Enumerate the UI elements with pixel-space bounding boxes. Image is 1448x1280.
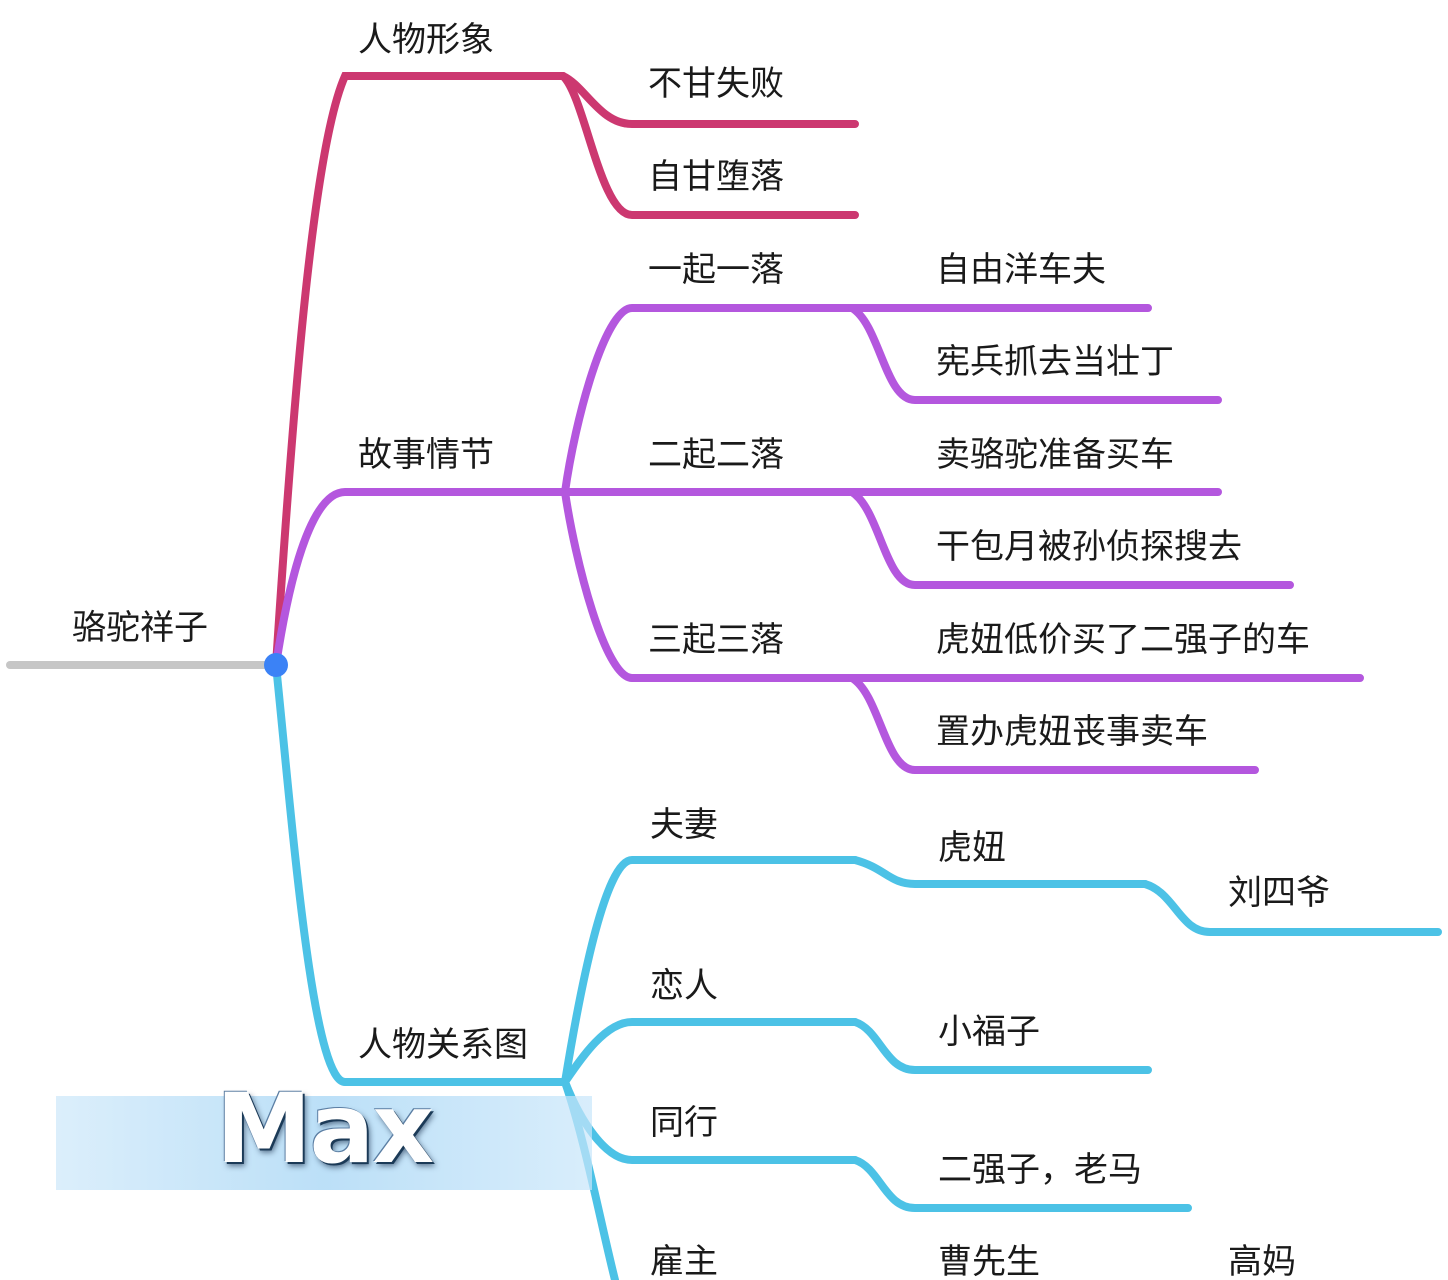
- connector-xianbing: [848, 304, 1222, 404]
- connector-ziganduoluo: [559, 72, 859, 219]
- node-buganshibai[interactable]: 不甘失败: [648, 64, 784, 104]
- node-tonghang[interactable]: 同行: [650, 1103, 718, 1143]
- watermark-text: Max: [216, 1073, 434, 1185]
- node-xiaofuzi[interactable]: 小福子: [938, 1012, 1040, 1052]
- node-liusiye[interactable]: 刘四爷: [1228, 873, 1330, 913]
- root-dot: [264, 653, 288, 677]
- connector-relations: [272, 661, 569, 1086]
- node-huniudijia[interactable]: 虎妞低价买了二强子的车: [936, 620, 1310, 660]
- connector-ganbaoyue: [848, 488, 1294, 589]
- node-ganbaoyue[interactable]: 干包月被孙侦探搜去: [936, 527, 1242, 567]
- branch-character-connectors: [272, 72, 859, 669]
- connector-lianren: [561, 1018, 859, 1086]
- root-label[interactable]: 骆驼祥子: [72, 608, 208, 648]
- branch-plot-label[interactable]: 故事情节: [358, 435, 494, 475]
- node-sanqisanluo[interactable]: 三起三落: [648, 620, 784, 660]
- connector-xiaofuzi: [851, 1018, 1152, 1074]
- connector-sanqi: [561, 488, 1364, 682]
- connector-fuqi: [561, 856, 859, 1086]
- node-yiqiyiluo[interactable]: 一起一落: [648, 250, 784, 290]
- connector-plot: [272, 488, 569, 669]
- node-huniu[interactable]: 虎妞: [938, 828, 1006, 868]
- node-erqierluo[interactable]: 二起二落: [648, 435, 784, 475]
- node-ziyouyangchefu[interactable]: 自由洋车夫: [936, 250, 1106, 290]
- node-fuqi[interactable]: 夫妻: [650, 805, 718, 845]
- connector-liusiye: [1141, 880, 1442, 936]
- node-guzhu[interactable]: 雇主: [650, 1242, 718, 1280]
- connector-erqiangzi: [851, 1156, 1192, 1212]
- watermark-band: [56, 1096, 592, 1190]
- connector-zhiban: [848, 674, 1259, 774]
- node-lianren[interactable]: 恋人: [650, 966, 718, 1006]
- branch-relations-label[interactable]: 人物关系图: [358, 1025, 528, 1065]
- node-erqiangzi-laoma[interactable]: 二强子，老马: [938, 1150, 1142, 1190]
- node-xianbing[interactable]: 宪兵抓去当壮丁: [936, 342, 1174, 382]
- node-gaoma[interactable]: 高妈: [1228, 1242, 1296, 1280]
- node-mailuotuo[interactable]: 卖骆驼准备买车: [936, 435, 1174, 475]
- branch-character-label[interactable]: 人物形象: [358, 20, 494, 60]
- node-ziganduoluo[interactable]: 自甘堕落: [648, 157, 784, 197]
- branch-plot-connectors: [272, 304, 1364, 774]
- connector-huniu: [851, 856, 1149, 888]
- connector-character: [272, 72, 567, 669]
- connector-yiqi: [561, 304, 1152, 496]
- branch-relations-connectors: [272, 661, 1442, 1280]
- node-zhiban[interactable]: 置办虎妞丧事卖车: [936, 712, 1208, 752]
- node-caoxiansheng[interactable]: 曹先生: [938, 1242, 1040, 1280]
